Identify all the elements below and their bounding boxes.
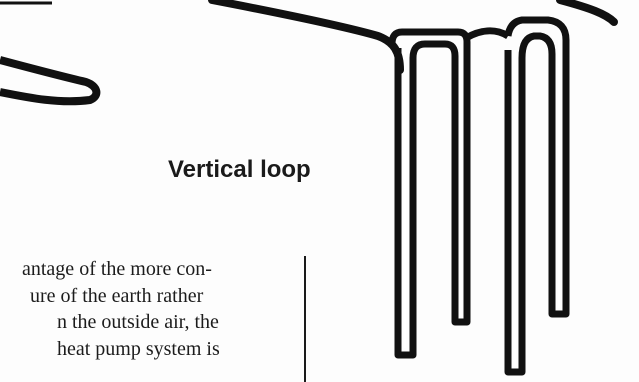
body-text-line: heat pump system is [57,337,220,360]
vertical-loop-label: Vertical loop [168,156,311,183]
header-connector [464,27,510,42]
right-header-pipe [556,0,618,26]
body-text-line: ure of the earth rather [30,284,204,307]
column-rule [304,256,306,382]
body-text-block: antage of the more con- ure of the earth… [0,256,302,362]
body-text-line: antage of the more con- [22,258,212,280]
body-text-line: n the outside air, the [57,311,219,333]
left-pipe-ribbon [0,56,101,106]
header-pipe [208,0,404,74]
vertical-loop-2 [504,16,570,376]
vertical-loop-1 [388,28,471,359]
